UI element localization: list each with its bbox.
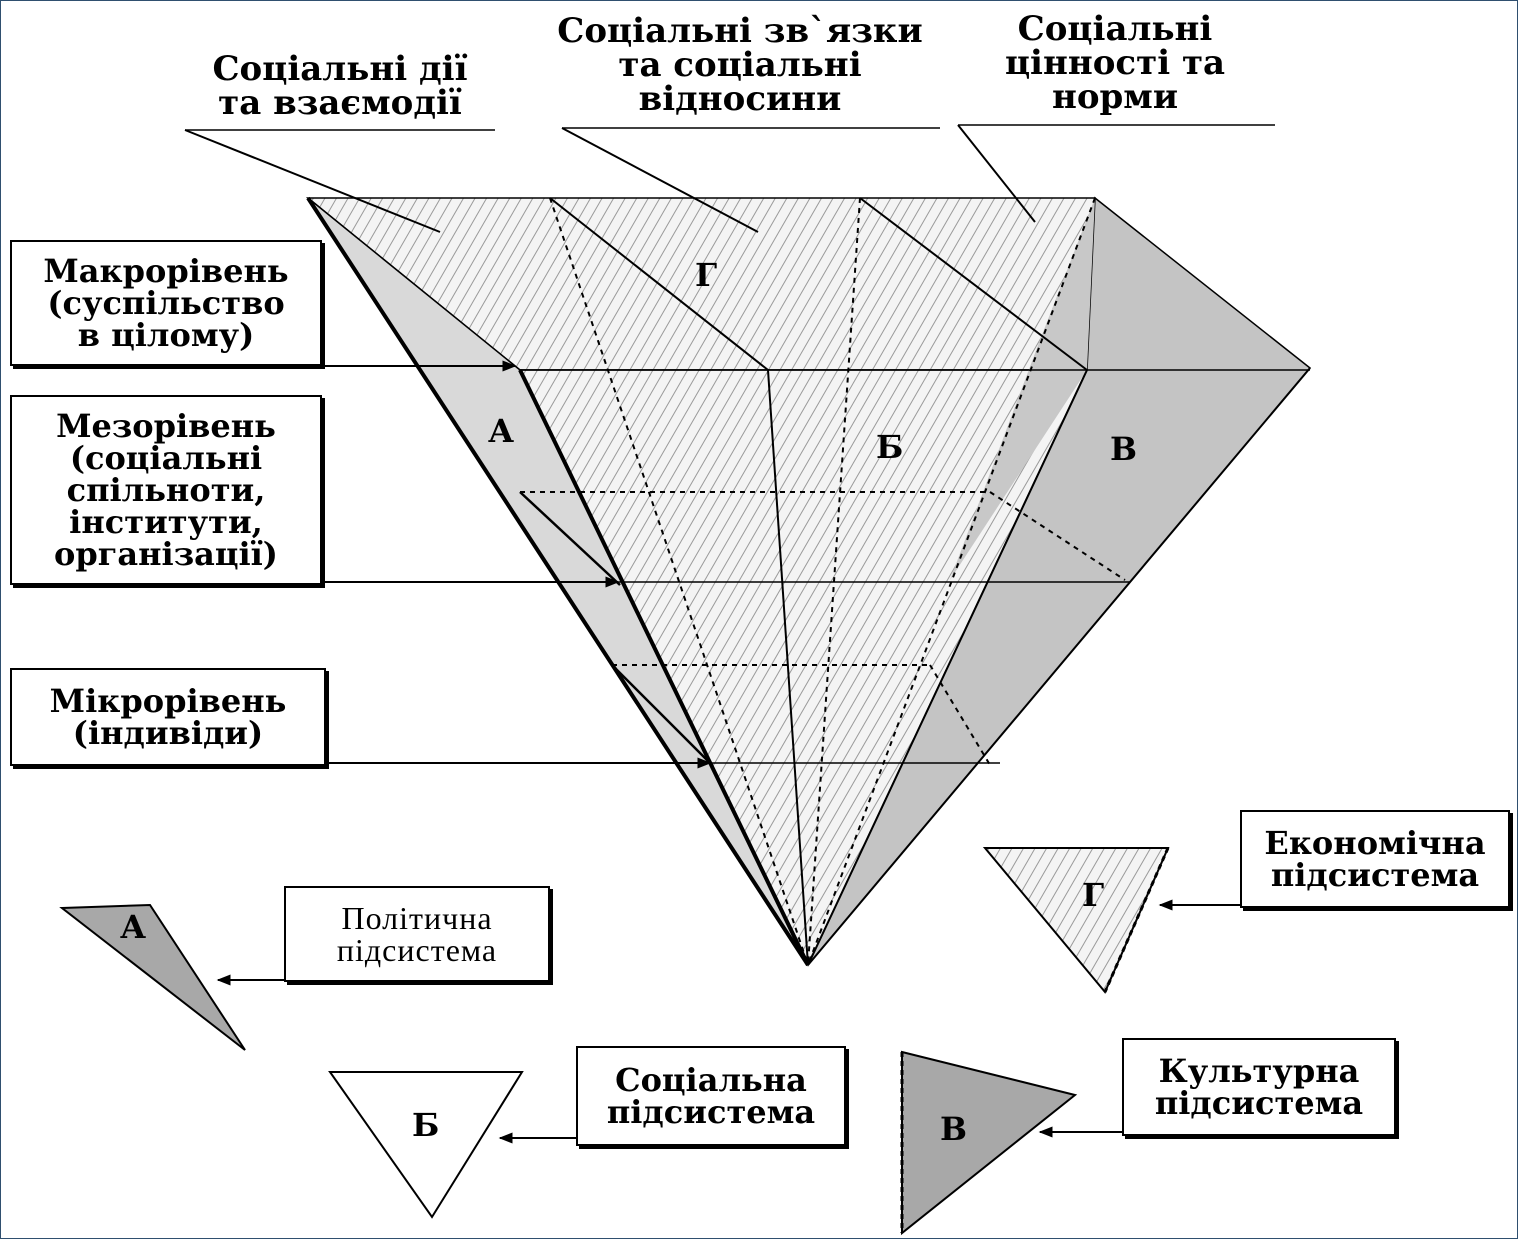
face-letter-g: Г xyxy=(695,256,718,294)
economic-letter: Г xyxy=(1082,876,1105,914)
political-shape xyxy=(59,903,246,1051)
social-letter: Б xyxy=(412,1106,440,1144)
social-shape xyxy=(328,1071,524,1219)
face-letter-v: В xyxy=(1110,430,1138,468)
face-letter-a: А xyxy=(488,412,515,450)
face-letter-b: Б xyxy=(876,428,904,466)
political-letter: А xyxy=(120,908,147,946)
cultural-letter: В xyxy=(940,1110,968,1148)
economic-shape xyxy=(982,847,1170,994)
micro-level-box: Мікрорівень(індивіди) xyxy=(10,668,326,766)
cultural-shape xyxy=(901,1050,1078,1236)
